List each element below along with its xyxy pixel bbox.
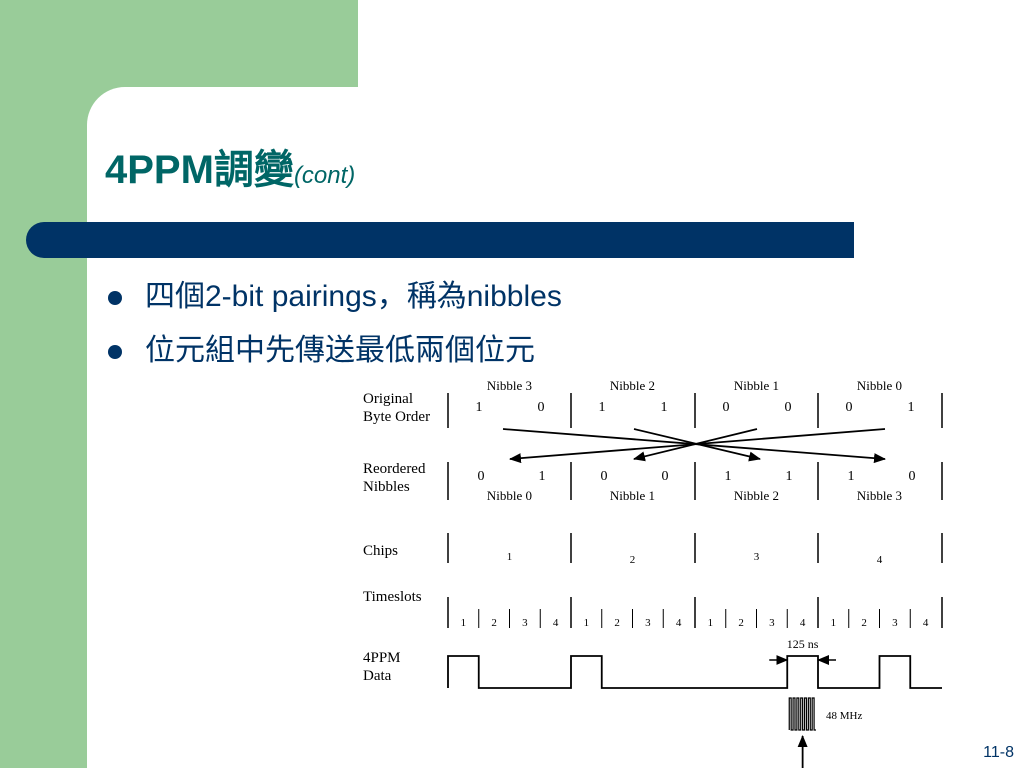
reordered-bit: 1 [725,469,732,484]
timeslot-number: 3 [645,617,651,629]
reordered-bit: 0 [601,469,608,484]
row-label-chips: Chips [363,543,398,559]
original-bit: 1 [599,400,606,415]
bullet-item: 位元組中先傳送最低兩個位元 [100,326,562,380]
row-label-timeslots: Timeslots [363,589,422,605]
chip-number: 1 [507,551,513,563]
original-bit: 1 [908,400,915,415]
timeslot-number: 1 [708,617,714,629]
timeslot-number: 1 [831,617,837,629]
title-underline-bar [26,222,854,258]
slide-title-sub: (cont) [293,162,356,189]
bullet-text: 位元組中先傳送最低兩個位元 [145,334,535,367]
timeslot-number: 2 [614,617,620,629]
timeslot-number: 2 [738,617,744,629]
original-nibble-label: Nibble 3 [487,378,532,393]
original-nibble-label: Nibble 0 [857,378,902,393]
timeslot-number: 2 [861,617,867,629]
reordered-nibble-label: Nibble 0 [487,488,532,503]
timeslot-number: 3 [892,617,898,629]
reordered-bit: 0 [662,469,669,484]
timeslot-number: 3 [769,617,775,629]
slide-title-main: 4PPM調變 [105,148,294,192]
bullet-dot-icon [108,291,122,305]
chip-number: 3 [754,551,760,563]
4ppm-waveform [447,655,942,689]
reorder-arrow [509,428,886,464]
bullet-list: 四個2-bit pairings，稱為nibbles 位元組中先傳送最低兩個位元 [100,272,562,380]
timeslot-number: 3 [522,617,528,629]
timeslot-number: 4 [800,617,806,629]
row-label-original: Byte Order [363,409,430,425]
original-bit: 0 [785,400,792,415]
pulse-width-label: 125 ns [787,637,819,651]
chip-number: 4 [877,554,883,566]
original-bit: 1 [476,400,483,415]
reordered-nibble-label: Nibble 1 [610,488,655,503]
reordered-nibble-label: Nibble 2 [734,488,779,503]
background-green-left-band [0,0,87,768]
row-label-original: Original [363,391,413,407]
reordered-bit: 0 [909,469,916,484]
reordered-nibble-label: Nibble 3 [857,488,902,503]
original-bit: 0 [723,400,730,415]
bullet-item: 四個2-bit pairings，稱為nibbles [100,272,562,326]
carrier-label: 48 MHz [826,710,862,722]
original-nibble-label: Nibble 2 [610,378,655,393]
row-label-reordered: Nibbles [363,479,410,495]
reordered-bit: 1 [848,469,855,484]
timeslot-number: 4 [676,617,682,629]
original-nibble-label: Nibble 1 [734,378,779,393]
reordered-bit: 1 [539,469,546,484]
timeslot-number: 4 [553,617,559,629]
original-bit: 1 [661,400,668,415]
row-label-reordered: Reordered [363,461,426,477]
original-bit: 0 [538,400,545,415]
timeslot-number: 1 [461,617,467,629]
original-bit: 0 [846,400,853,415]
row-label-data: Data [363,668,392,684]
slide-title: 4PPM調變(cont) [105,140,355,200]
row-label-data: 4PPM [363,650,401,666]
slide-number: 11-8 [983,744,1014,761]
bullet-dot-icon [108,345,122,359]
bullet-text: 四個2-bit pairings，稱為nibbles [145,280,562,313]
reordered-bit: 1 [786,469,793,484]
timeslot-number: 1 [584,617,590,629]
reordered-bit: 0 [478,469,485,484]
timeslot-number: 2 [491,617,497,629]
timeslot-number: 4 [923,617,929,629]
carrier-burst [788,697,816,731]
chip-number: 2 [630,554,636,566]
content-panel [87,87,1024,768]
